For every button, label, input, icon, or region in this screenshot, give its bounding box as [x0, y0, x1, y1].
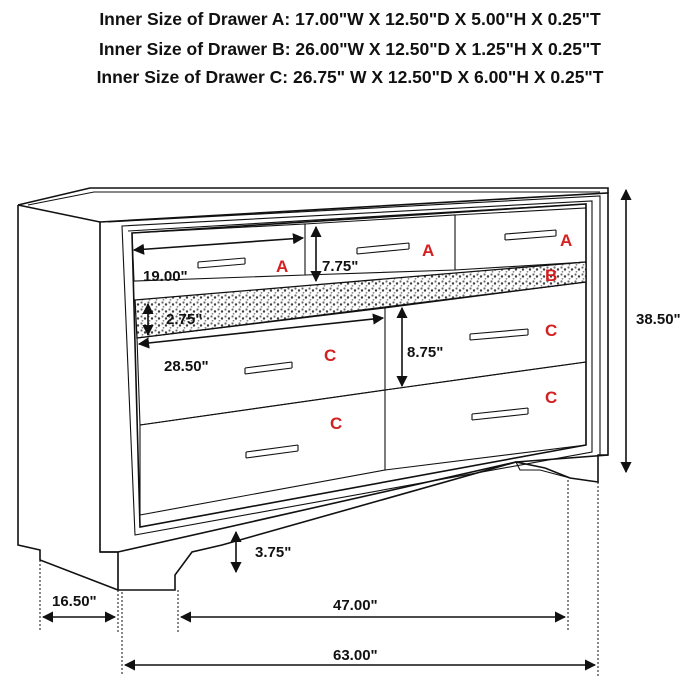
top-inner-edge — [27, 191, 600, 206]
drawer-b-label: B — [545, 266, 557, 285]
dresser-body — [17, 187, 609, 591]
drawer-a-label: A — [276, 257, 288, 276]
inner-width-label: 47.00" — [333, 597, 378, 614]
drawer-a-label: A — [560, 231, 572, 250]
drawer-c-label: C — [545, 321, 557, 340]
base-height-label: 3.75" — [255, 544, 291, 561]
top-back-edge — [17, 187, 609, 206]
depth-label: 16.50" — [52, 593, 97, 610]
drawer-b-height-label: 2.75" — [166, 311, 202, 328]
drawer-handle — [244, 361, 293, 375]
drawer-a-width-label: 19.00" — [143, 268, 188, 285]
drawer-a-label: A — [422, 241, 434, 260]
right-leg — [515, 461, 571, 479]
drawer-c-label: C — [324, 346, 336, 365]
drawer-a-right — [454, 207, 587, 271]
drawer-a-inner-size: Inner Size of Drawer A: 17.00"W X 12.50"… — [99, 9, 601, 29]
drawer-a-middle — [304, 214, 456, 276]
drawer-a-height-label: 7.75" — [322, 258, 358, 275]
frame-bevel-outer — [107, 195, 601, 455]
drawer-handle — [197, 257, 246, 269]
drawer-c-inner-size: Inner Size of Drawer C: 26.75" W X 12.50… — [96, 67, 604, 87]
drawer-c-width-arrow — [137, 313, 385, 349]
drawer-c-height-label: 8.75" — [407, 344, 443, 361]
drawer-handle — [469, 328, 529, 341]
drawer-c-label: C — [330, 414, 342, 433]
overall-height-label: 38.50" — [636, 311, 681, 328]
drawer-handle — [471, 407, 529, 421]
drawer-c-width-label: 28.50" — [164, 358, 209, 375]
drawer-handle — [504, 229, 557, 241]
drawer-b-inner-size: Inner Size of Drawer B: 26.00"W X 12.50"… — [99, 39, 601, 59]
frame-bevel-mid — [121, 200, 593, 536]
drawer-c-lower-right — [384, 361, 587, 471]
drawer-c-label: C — [545, 388, 557, 407]
top-drawer-row — [131, 207, 587, 282]
drawer-handle — [245, 444, 299, 459]
overall-width-label: 63.00" — [333, 647, 378, 664]
left-side-panel — [17, 205, 119, 591]
drawer-handle — [356, 242, 410, 255]
top-left-edge — [17, 204, 101, 223]
drawer-a-width-arrow — [132, 233, 305, 255]
